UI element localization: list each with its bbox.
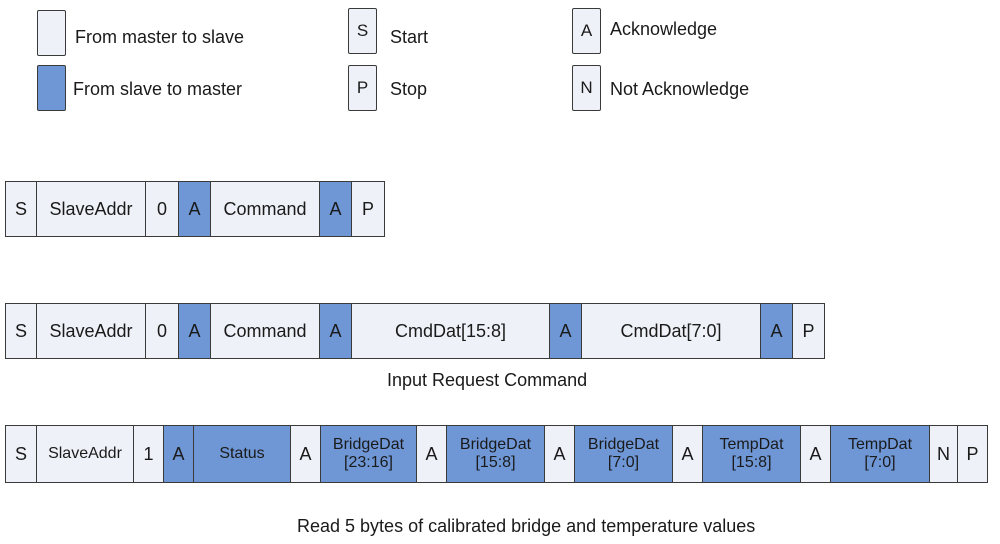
frame3-cell-a: A (416, 425, 447, 483)
legend-start-symbol: S (348, 8, 377, 54)
frame2-cell-a: A (178, 303, 211, 359)
legend-stop-symbol: P (348, 65, 377, 111)
legend-master-swatch (37, 10, 66, 56)
frame2-cell-slaveaddr: SlaveAddr (36, 303, 146, 359)
frame2-cell-command: Command (210, 303, 320, 359)
legend-ack-symbol: A (572, 8, 601, 54)
frame2-cell-a: A (319, 303, 352, 359)
frame3-cell-a: A (800, 425, 831, 483)
frame2-cell-cmddat-7-0: CmdDat[7:0] (581, 303, 761, 359)
frame1-cell-a: A (319, 181, 352, 237)
frame1-cell-a: A (178, 181, 211, 237)
frame1-cell-s: S (5, 181, 37, 237)
frame2-cell-a: A (760, 303, 793, 359)
frame3-cell-tempdat-15-8: TempDat [15:8] (702, 425, 801, 483)
legend-nack-symbol: N (572, 65, 601, 111)
caption-read-bytes: Read 5 bytes of calibrated bridge and te… (297, 516, 756, 536)
legend-stop-label: Stop (390, 79, 428, 99)
frame3-cell-a: A (672, 425, 703, 483)
frame1-cell-command: Command (210, 181, 320, 237)
frame3-cell-n: N (929, 425, 958, 483)
frame3-cell-bridgedat-7-0: BridgeDat [7:0] (574, 425, 673, 483)
frame2-cell-p: P (792, 303, 825, 359)
frame2-cell-0: 0 (145, 303, 179, 359)
frame1-cell-p: P (351, 181, 385, 237)
frame3-cell-slaveaddr: SlaveAddr (36, 425, 134, 483)
frame3-cell-status: Status (193, 425, 291, 483)
frame3-cell-p: P (957, 425, 988, 483)
frame3-cell-tempdat-7-0: TempDat [7:0] (830, 425, 930, 483)
frame1-cell-slaveaddr: SlaveAddr (36, 181, 146, 237)
frame3-cell-a: A (163, 425, 194, 483)
frame3-cell-bridgedat-23-16: BridgeDat [23:16] (320, 425, 417, 483)
frame2-cell-s: S (5, 303, 37, 359)
frame3-cell-1: 1 (133, 425, 164, 483)
legend-slave-swatch (37, 65, 66, 111)
legend-master-label: From master to slave (75, 27, 245, 47)
frame3-cell-a: A (290, 425, 321, 483)
frame3-cell-s: S (5, 425, 37, 483)
frame3-cell-bridgedat-15-8: BridgeDat [15:8] (446, 425, 545, 483)
frame2-cell-cmddat-15-8: CmdDat[15:8] (351, 303, 550, 359)
frame3-cell-a: A (544, 425, 575, 483)
frame1-cell-0: 0 (145, 181, 179, 237)
legend-slave-label: From slave to master (73, 79, 243, 99)
legend-nack-label: Not Acknowledge (610, 79, 750, 99)
legend-start-label: Start (390, 27, 429, 47)
legend-ack-label: Acknowledge (610, 19, 718, 39)
frame2-cell-a: A (549, 303, 582, 359)
caption-input-request: Input Request Command (387, 370, 588, 390)
